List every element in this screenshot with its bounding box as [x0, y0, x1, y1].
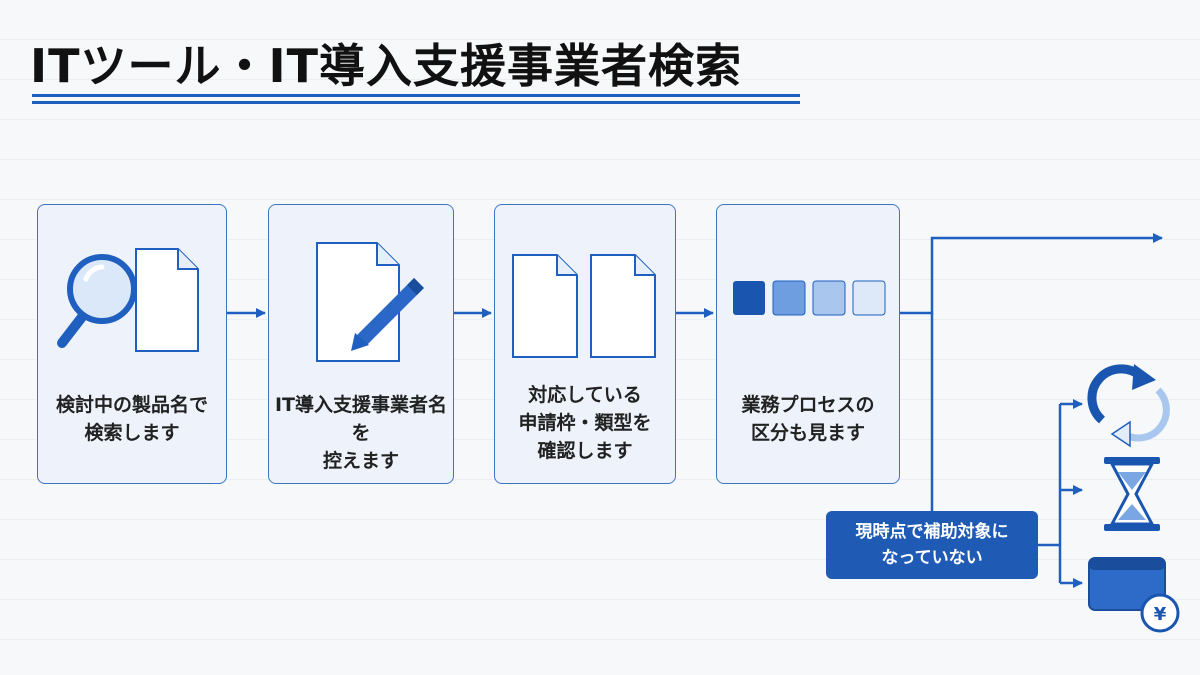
step-label-2: IT導入支援事業者名を 控えます [274, 394, 448, 472]
step-label-4: 業務プロセスの 区分も見ます [741, 394, 875, 444]
document-icon [590, 254, 656, 358]
document-icon [512, 254, 578, 358]
branch-line [900, 233, 1163, 315]
wallet-yen-icon: ¥ [1088, 557, 1180, 633]
step-card-3: 対応している 申請枠・類型を 確認します [494, 204, 676, 484]
title-underline [32, 94, 800, 104]
page-title: ITツール・IT導入支援事業者検索 [30, 39, 742, 93]
magnifier-icon [57, 254, 137, 348]
status-badge: 現時点で補助対象に なっていない [826, 511, 1038, 579]
category-squares-icon [733, 280, 886, 316]
pencil-icon [351, 278, 424, 351]
document-icon [135, 248, 199, 352]
refresh-icon [1087, 364, 1170, 448]
hourglass-icon [1104, 457, 1160, 531]
step-label-1: 検討中の製品名で 検索します [55, 394, 208, 444]
svg-text:¥: ¥ [1154, 604, 1167, 625]
step-card-2: IT導入支援事業者名を 控えます [268, 204, 454, 484]
step-label-3: 対応している 申請枠・類型を 確認します [518, 384, 652, 462]
step-card-1: 検討中の製品名で 検索します [37, 204, 227, 484]
step-card-4: 業務プロセスの 区分も見ます [716, 204, 900, 484]
